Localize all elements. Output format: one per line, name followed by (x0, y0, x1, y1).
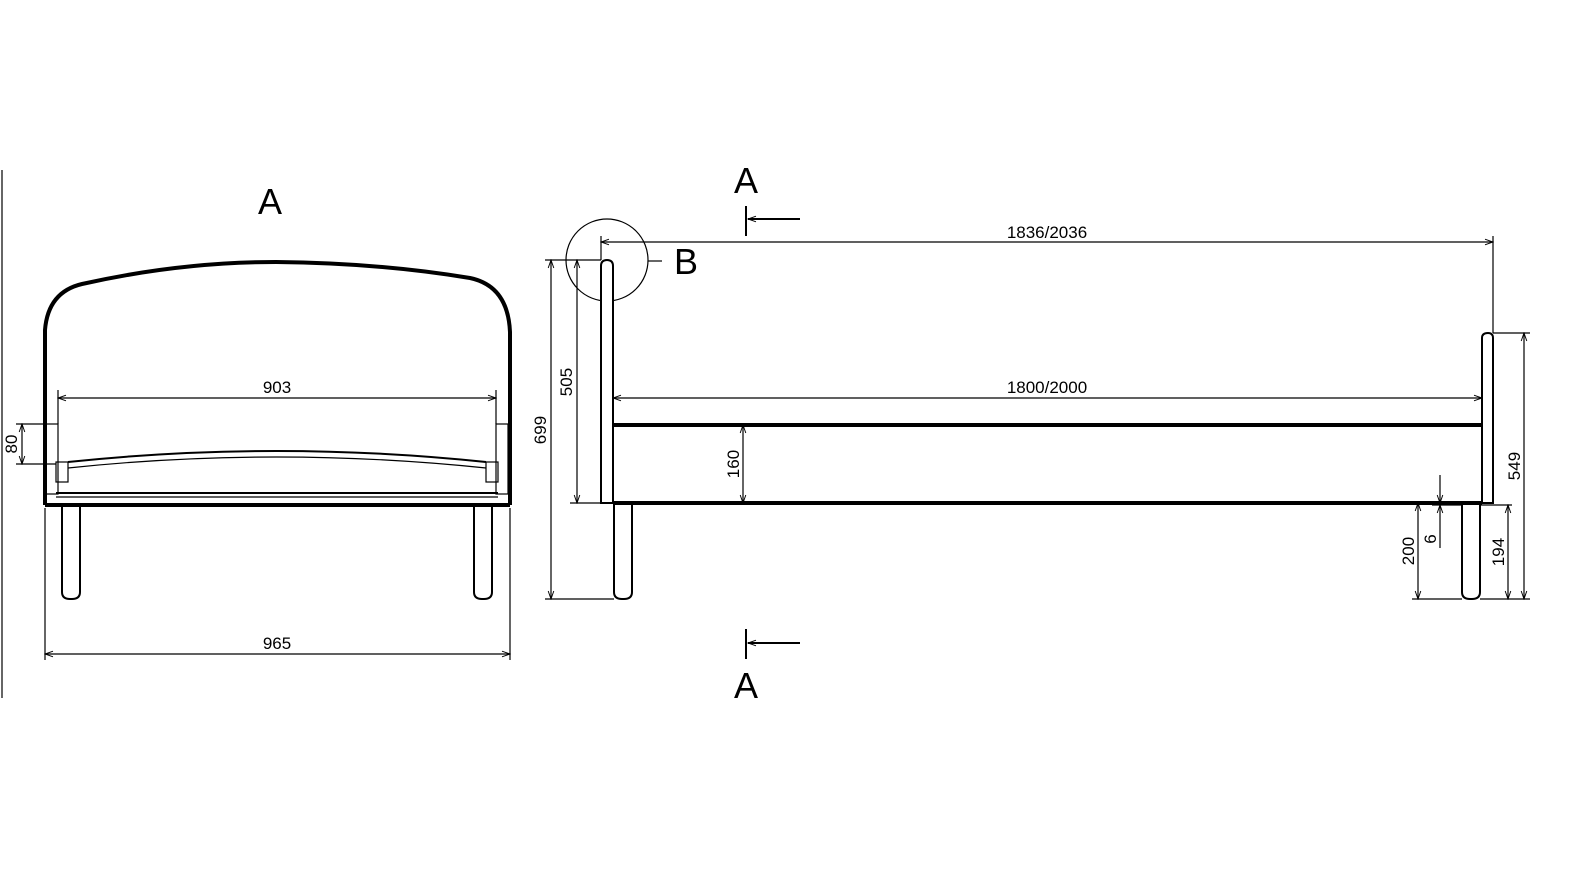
dim-label-505: 505 (557, 368, 576, 396)
dim-label-194: 194 (1489, 538, 1508, 566)
side-view: A A B 1836/2036 1800/2000 160 (531, 160, 1530, 706)
headboard-outline (43, 259, 512, 505)
front-view-label: A (258, 181, 282, 222)
detail-label-b: B (674, 241, 698, 282)
right-rail-stub (495, 423, 509, 495)
dim-label-200: 200 (1399, 537, 1418, 565)
section-label-top: A (734, 160, 758, 201)
dim-label-inner-length: 1800/2000 (1007, 378, 1087, 397)
section-label-bottom: A (734, 665, 758, 706)
right-rail-block (485, 461, 499, 483)
dim-label-160: 160 (724, 450, 743, 478)
dim-label-80: 80 (2, 435, 21, 454)
front-view: A 903 965 80 (2, 181, 512, 660)
dim-label-903: 903 (263, 378, 291, 397)
dim-label-699: 699 (531, 416, 550, 444)
left-leg (61, 505, 81, 600)
footboard-post (1481, 331, 1494, 504)
left-rail-block (55, 461, 69, 483)
dim-label-549: 549 (1505, 452, 1524, 480)
slatted-base-bottom (67, 456, 487, 469)
slatted-base-top (67, 450, 487, 463)
dim-label-965: 965 (263, 634, 291, 653)
dim-label-6: 6 (1421, 534, 1440, 543)
left-rail-stub (45, 423, 59, 495)
head-leg (613, 505, 633, 600)
dim-label-total-length: 1836/2036 (1007, 223, 1087, 242)
foot-leg (1461, 505, 1481, 600)
headboard-post (600, 258, 614, 504)
right-leg (473, 505, 493, 600)
